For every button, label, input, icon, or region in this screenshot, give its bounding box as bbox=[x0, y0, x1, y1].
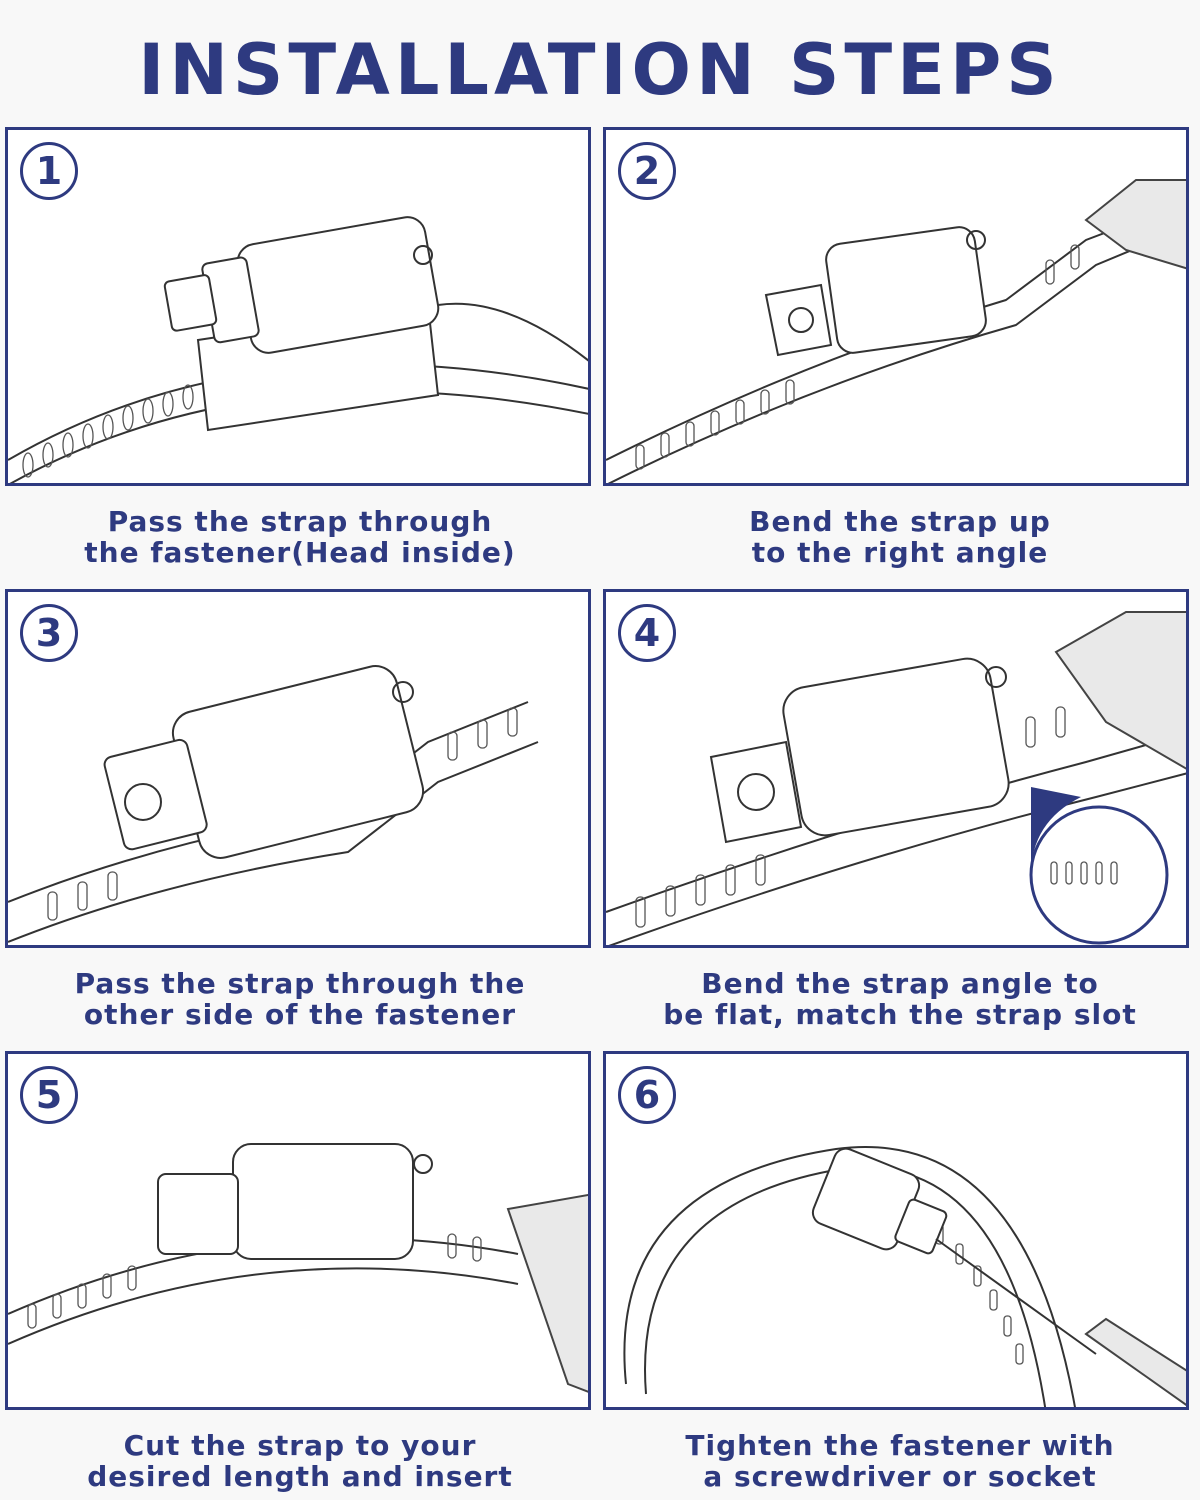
step-1-panel: 1 bbox=[5, 127, 591, 486]
step-2-caption-line-1: Bend the strap up bbox=[749, 505, 1051, 538]
step-2-panel: 2 bbox=[603, 127, 1189, 486]
step-4-caption: Bend the strap angle to be flat, match t… bbox=[600, 968, 1200, 1030]
step-2-caption: Bend the strap up to the right angle bbox=[600, 506, 1200, 568]
step-6-caption-line-1: Tighten the fastener with bbox=[685, 1429, 1115, 1462]
step-5-panel: 5 bbox=[5, 1051, 591, 1410]
step-5-number-badge: 5 bbox=[20, 1066, 78, 1124]
step-3-number-badge: 3 bbox=[20, 604, 78, 662]
step-3-illustration bbox=[8, 665, 539, 943]
step-5-caption: Cut the strap to your desired length and… bbox=[0, 1430, 600, 1492]
step-1-illustration bbox=[8, 216, 588, 483]
step-6-number-badge: 6 bbox=[618, 1066, 676, 1124]
step-3-caption: Pass the strap through the other side of… bbox=[0, 968, 600, 1030]
step-4-number-badge: 4 bbox=[618, 604, 676, 662]
step-6-illustration bbox=[623, 1146, 1186, 1407]
step-3-panel: 3 bbox=[5, 589, 591, 948]
step-5-caption-line-1: Cut the strap to your bbox=[123, 1429, 477, 1462]
page-title: INSTALLATION STEPS bbox=[138, 29, 1062, 111]
step-3-caption-line-2: other side of the fastener bbox=[83, 998, 517, 1031]
step-1-caption-line-1: Pass the strap through bbox=[107, 505, 493, 538]
step-5-illustration bbox=[8, 1143, 588, 1393]
step-2-number-badge: 2 bbox=[618, 142, 676, 200]
step-6-caption-line-2: a screwdriver or socket bbox=[703, 1460, 1097, 1493]
step-6-caption: Tighten the fastener with a screwdriver … bbox=[600, 1430, 1200, 1492]
step-4-illustration bbox=[606, 611, 1186, 945]
step-1-caption: Pass the strap through the fastener(Head… bbox=[0, 506, 600, 568]
step-4-caption-line-2: be flat, match the strap slot bbox=[663, 998, 1137, 1031]
step-2-illustration bbox=[606, 179, 1186, 483]
step-4-panel: 4 bbox=[603, 589, 1189, 948]
step-1-number-badge: 1 bbox=[20, 142, 78, 200]
step-5-caption-line-2: desired length and insert bbox=[87, 1460, 513, 1493]
step-6-panel: 6 bbox=[603, 1051, 1189, 1410]
step-2-caption-line-2: to the right angle bbox=[751, 536, 1049, 569]
step-1-caption-line-2: the fastener(Head inside) bbox=[84, 536, 516, 569]
step-3-caption-line-1: Pass the strap through the bbox=[74, 967, 526, 1000]
step-4-caption-line-1: Bend the strap angle to bbox=[701, 967, 1099, 1000]
